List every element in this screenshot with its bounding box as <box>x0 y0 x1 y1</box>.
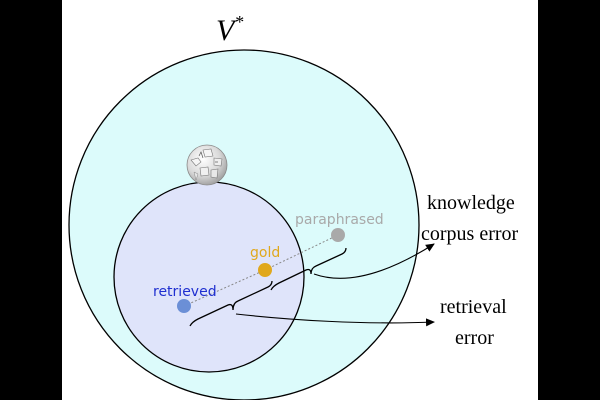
paraphrased-point <box>331 228 345 242</box>
knowledge-corpus-error-label: knowledge corpus error <box>421 192 520 245</box>
retrieval-error-label: retrieval error <box>440 296 512 349</box>
knowledge-corpus-error-brace <box>270 247 347 291</box>
retrieved-point <box>177 299 191 313</box>
wikipedia-globe-icon <box>186 144 228 186</box>
retrieval-error-brace <box>189 280 273 327</box>
retrieved-label: retrieved <box>153 284 217 300</box>
retrieved-gold-connector <box>183 269 266 307</box>
gold-point <box>258 263 272 277</box>
gold-label: gold <box>250 245 280 261</box>
retrieval-error-arrow <box>235 313 435 327</box>
vocab-label: V* <box>216 12 243 47</box>
paraphrased-label: paraphrased <box>295 212 384 228</box>
knowledge-corpus-error-arrow <box>313 243 435 279</box>
gold-paraphrased-connector <box>264 234 339 271</box>
inner-set-circle <box>113 181 305 373</box>
